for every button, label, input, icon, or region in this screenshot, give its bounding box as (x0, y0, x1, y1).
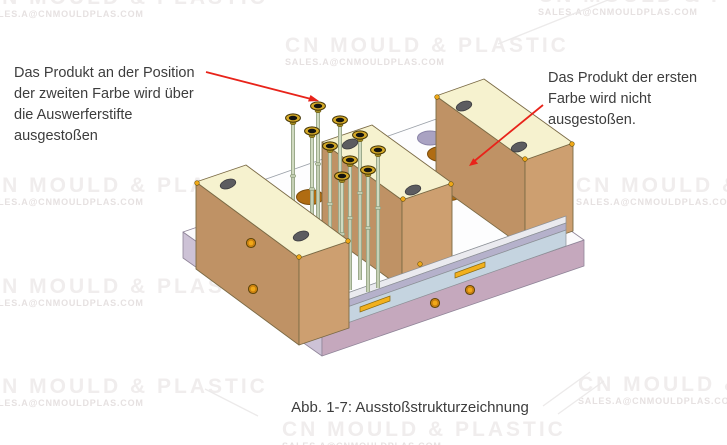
annotation-left-line2: der zweiten Farbe wird über (14, 86, 194, 102)
annotation-left-line4: ausgestoßen (14, 128, 98, 144)
ejector-plates-front-edge (335, 215, 567, 328)
gold-corner-accent (522, 156, 528, 162)
annotation-right-line2: Farbe wird nicht (548, 91, 652, 107)
annotation-right: Das Produkt der ersten Farbe wird nicht … (548, 68, 718, 131)
pin-head-center (345, 157, 355, 163)
ejector-pin (342, 155, 358, 290)
annotation-left: Das Produkt an der Position der zweiten … (14, 63, 229, 147)
gold-corner-accent (345, 238, 351, 244)
figure-caption: Abb. 1-7: Ausstoßstrukturzeichnung (291, 399, 529, 416)
gold-corner-accent (434, 94, 440, 100)
right-arrow-head (469, 158, 479, 166)
rail-top-hole (455, 100, 473, 112)
gold-corner-accent (400, 196, 406, 202)
annotation-arrows (205, 71, 544, 166)
pin-collar (364, 226, 372, 231)
locating-strip (454, 261, 486, 279)
pin-head-center (355, 132, 365, 138)
pin-head-center (288, 115, 298, 121)
pin-collar (326, 202, 334, 207)
rail-top-hole (341, 138, 359, 150)
gold-corner-accents (194, 94, 575, 267)
annotation-left-line1: Das Produkt an der Position (14, 65, 195, 81)
gold-plug-center (432, 300, 438, 306)
pin-collar (356, 191, 364, 196)
annotation-left-line3: die Auswerferstifte (14, 107, 133, 123)
annotation-right-line3: ausgestoßen. (548, 112, 636, 128)
gold-corner-accent (296, 254, 302, 260)
pin-collar (374, 206, 382, 211)
pin-head-center (307, 128, 317, 134)
rail-top-hole (510, 141, 528, 153)
spacer-rail-right (435, 78, 574, 249)
watermark-diagonal-lines (204, 0, 610, 417)
rail-top-hole (219, 178, 237, 190)
pin-head-center (335, 117, 345, 123)
rail-top-holes (219, 100, 528, 242)
gold-corner-accent (417, 261, 423, 267)
pin-head-center (313, 103, 323, 109)
pin-head-center (373, 147, 383, 153)
rail-top-hole (292, 230, 310, 242)
locating-strip (359, 295, 391, 313)
pin-head-center (363, 167, 373, 173)
pin-head-center (337, 173, 347, 179)
right-arrow-line (471, 104, 544, 164)
ejector-pin (352, 130, 368, 280)
annotation-right-line1: Das Produkt der ersten (548, 70, 698, 86)
gold-plug-center (467, 287, 473, 293)
gold-corner-accent (194, 180, 200, 186)
gold-corner-accent (448, 181, 454, 187)
rail-end-face (298, 240, 350, 346)
left-arrow-line (205, 71, 316, 101)
left-arrow-head (308, 95, 319, 102)
pin-collar (308, 187, 316, 192)
gold-plug-center (248, 240, 254, 246)
ejector-pin (360, 165, 376, 292)
spacer-rail-left (195, 164, 350, 346)
ejector-pin (370, 145, 386, 288)
pin-collar (346, 216, 354, 221)
pin-collar (289, 174, 297, 179)
gold-plug-center (250, 286, 256, 292)
gold-plug-holes (245, 237, 476, 309)
pin-head-center (325, 143, 335, 149)
gold-corner-accent (569, 141, 575, 147)
rail-top-hole (404, 184, 422, 196)
pin-collar (314, 162, 322, 167)
